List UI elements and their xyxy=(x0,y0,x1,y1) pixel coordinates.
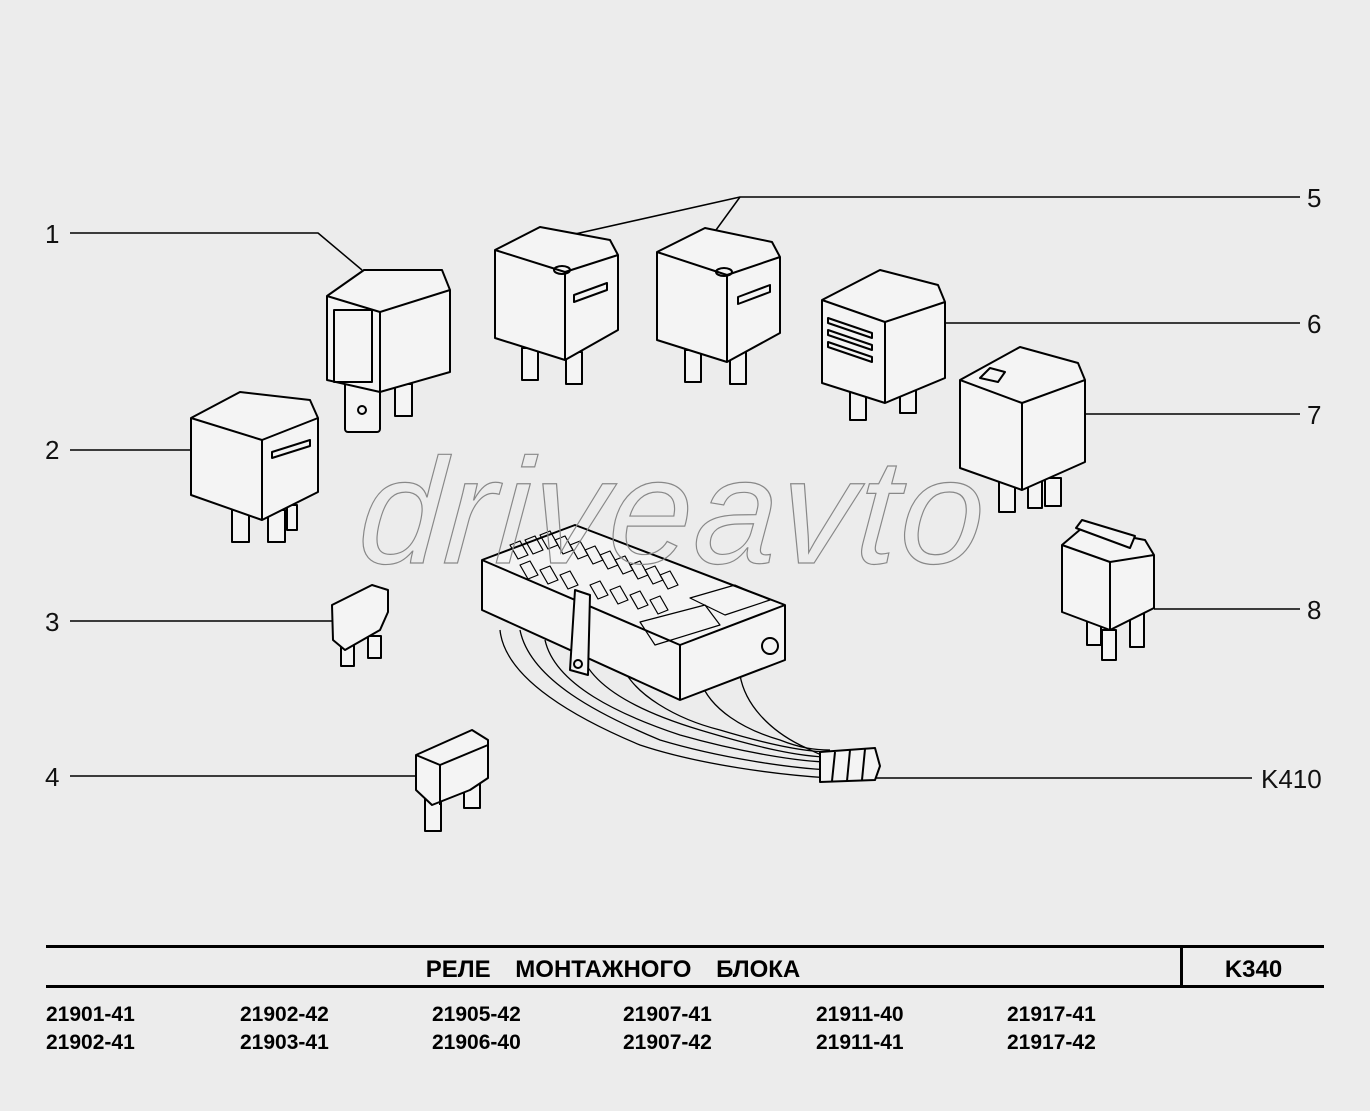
callout-6: 6 xyxy=(1307,309,1322,339)
model-code: 21902-42 xyxy=(240,1003,329,1026)
callout-k410: K410 xyxy=(1261,764,1322,794)
callout-1: 1 xyxy=(45,219,60,249)
model-code: 21917-42 xyxy=(1007,1031,1096,1054)
relay-1 xyxy=(326,269,451,433)
model-code: 21901-41 xyxy=(46,1003,135,1026)
page-title: РЕЛЕ МОНТАЖНОГО БЛОКА xyxy=(425,956,801,983)
model-code: 21917-41 xyxy=(1007,1003,1096,1026)
fuse-3 xyxy=(331,584,389,667)
relay-6 xyxy=(821,269,946,421)
model-code: 21907-42 xyxy=(623,1031,712,1054)
leader-lines xyxy=(70,196,1300,779)
callout-4: 4 xyxy=(45,762,60,792)
model-code: 21907-41 xyxy=(623,1003,712,1026)
callout-5: 5 xyxy=(1307,183,1322,213)
mounting-block xyxy=(481,524,881,783)
relay-5b xyxy=(656,227,781,385)
watermark: driveavto xyxy=(354,426,994,595)
relay-5a xyxy=(494,226,619,385)
model-code: 21903-41 xyxy=(240,1031,329,1054)
relay-2 xyxy=(190,391,319,543)
model-code: 21911-41 xyxy=(816,1031,904,1054)
title-divider xyxy=(1180,945,1183,988)
callout-3: 3 xyxy=(45,607,60,637)
fuse-4 xyxy=(415,729,489,832)
relay-7 xyxy=(959,346,1086,513)
model-code: 21906-40 xyxy=(432,1031,521,1054)
model-code: 21905-42 xyxy=(432,1003,521,1026)
callout-2: 2 xyxy=(45,435,60,465)
model-code: 21911-40 xyxy=(816,1003,904,1026)
callout-7: 7 xyxy=(1307,400,1322,430)
title-bar: РЕЛЕ МОНТАЖНОГО БЛОКА K340 xyxy=(46,945,1324,988)
model-list: 21901-41 21902-41 21902-42 21903-41 2190… xyxy=(46,1003,1324,1063)
relay-8 xyxy=(1061,519,1155,661)
section-code: K340 xyxy=(1224,956,1283,983)
callout-8: 8 xyxy=(1307,595,1322,625)
model-code: 21902-41 xyxy=(46,1031,135,1054)
